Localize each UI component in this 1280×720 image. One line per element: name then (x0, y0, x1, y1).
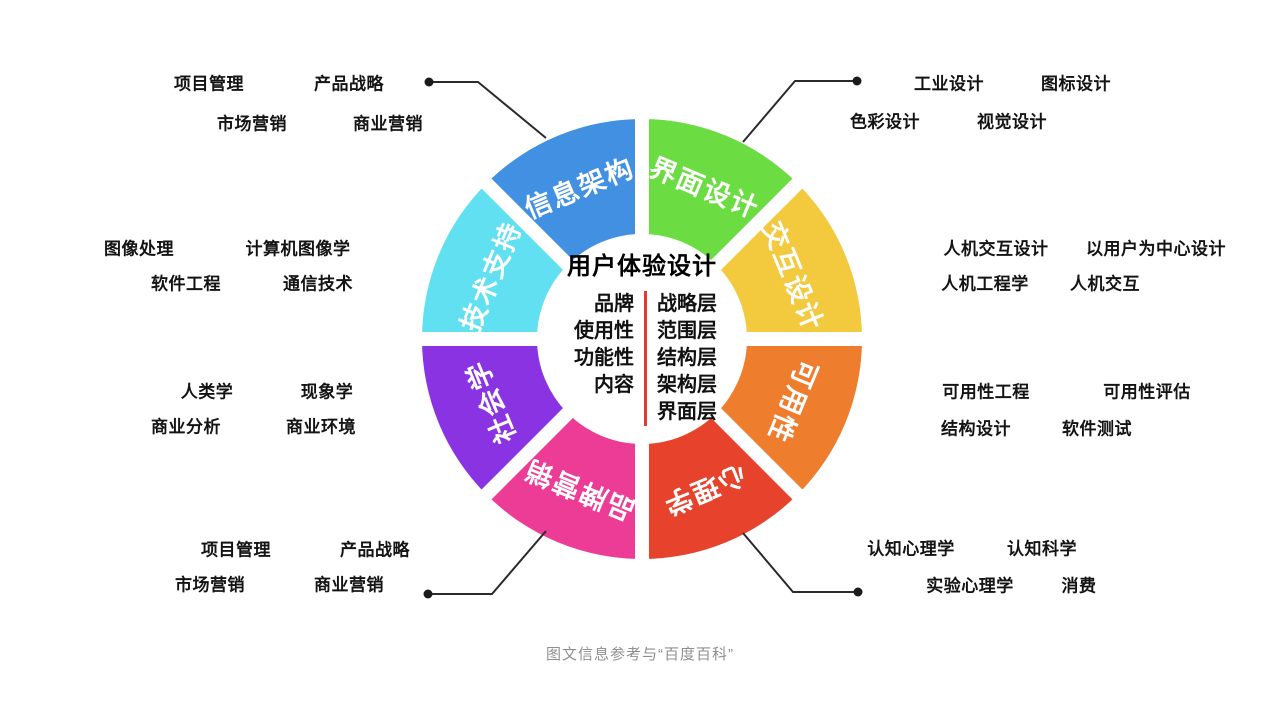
annotation-label: 图标设计 (1041, 74, 1111, 94)
annotation-label: 消费 (1061, 576, 1097, 596)
center-right-item: 架构层 (657, 374, 717, 396)
center-left-column: 品牌 使用性 功能性 内容 (492, 291, 634, 426)
annotation-label: 可用性评估 (1103, 382, 1191, 402)
center-right-item: 结构层 (657, 347, 717, 369)
center-right-item: 界面层 (657, 401, 717, 423)
annotation-label: 人机交互设计 (943, 239, 1049, 259)
connector-dot-bottom-left (423, 589, 433, 599)
annotation-label: 认知科学 (1007, 539, 1077, 559)
annotation-label: 认知心理学 (867, 539, 955, 559)
annotation-label: 商业营销 (314, 575, 384, 595)
annotation-label: 人类学 (180, 382, 234, 402)
annotation-label: 通信技术 (283, 274, 353, 294)
center-left-item: 品牌 (594, 293, 634, 315)
connector-line-bottom-left (428, 530, 547, 595)
annotation-label: 人机工程学 (941, 274, 1029, 294)
connector-dot-bottom-right (853, 587, 863, 597)
annotation-label: 商业分析 (151, 417, 221, 437)
connector-line-bottom-right (742, 532, 858, 593)
center-left-item: 功能性 (574, 347, 634, 369)
annotation-label: 以用户为中心设计 (1086, 239, 1226, 259)
annotation-label: 市场营销 (175, 575, 245, 595)
connector-line-top-left (429, 81, 547, 139)
annotation-label: 市场营销 (217, 114, 287, 134)
connector-line-top-right (742, 80, 857, 143)
center-left-item: 内容 (594, 374, 634, 396)
annotation-label: 工业设计 (914, 74, 984, 94)
center-right-item: 战略层 (657, 293, 717, 315)
annotation-label: 可用性工程 (942, 382, 1030, 402)
center-divider (644, 291, 647, 426)
annotation-label: 项目管理 (174, 74, 244, 94)
connector-dot-top-left (424, 77, 434, 87)
annotation-label: 色彩设计 (850, 112, 920, 132)
annotation-label: 结构设计 (941, 419, 1011, 439)
center-panel: 用户体验设计 品牌 使用性 功能性 内容 战略层 范围层 结构层 架构层 界面层 (492, 253, 792, 426)
annotation-label: 软件测试 (1062, 419, 1132, 439)
annotation-label: 商业环境 (286, 417, 356, 437)
connector-dot-top-right (852, 76, 862, 86)
annotation-label: 产品战略 (340, 540, 410, 560)
annotation-label: 人机交互 (1070, 274, 1140, 294)
annotation-label: 实验心理学 (926, 576, 1014, 596)
annotation-label: 项目管理 (201, 540, 271, 560)
source-caption: 图文信息参考与“百度百科” (546, 646, 734, 663)
annotation-label: 计算机图像学 (245, 239, 351, 259)
annotation-label: 现象学 (300, 382, 354, 402)
annotation-label: 视觉设计 (977, 112, 1047, 132)
center-right-item: 范围层 (657, 320, 717, 342)
annotation-label: 商业营销 (353, 114, 423, 134)
annotation-label: 产品战略 (314, 74, 384, 94)
center-right-column: 战略层 范围层 结构层 架构层 界面层 (657, 291, 792, 426)
annotation-label: 图像处理 (104, 239, 174, 259)
donut-hole (537, 234, 747, 444)
page-title: 用户体验设计 (567, 253, 717, 280)
center-left-item: 使用性 (574, 320, 634, 342)
annotation-label: 软件工程 (151, 274, 221, 294)
